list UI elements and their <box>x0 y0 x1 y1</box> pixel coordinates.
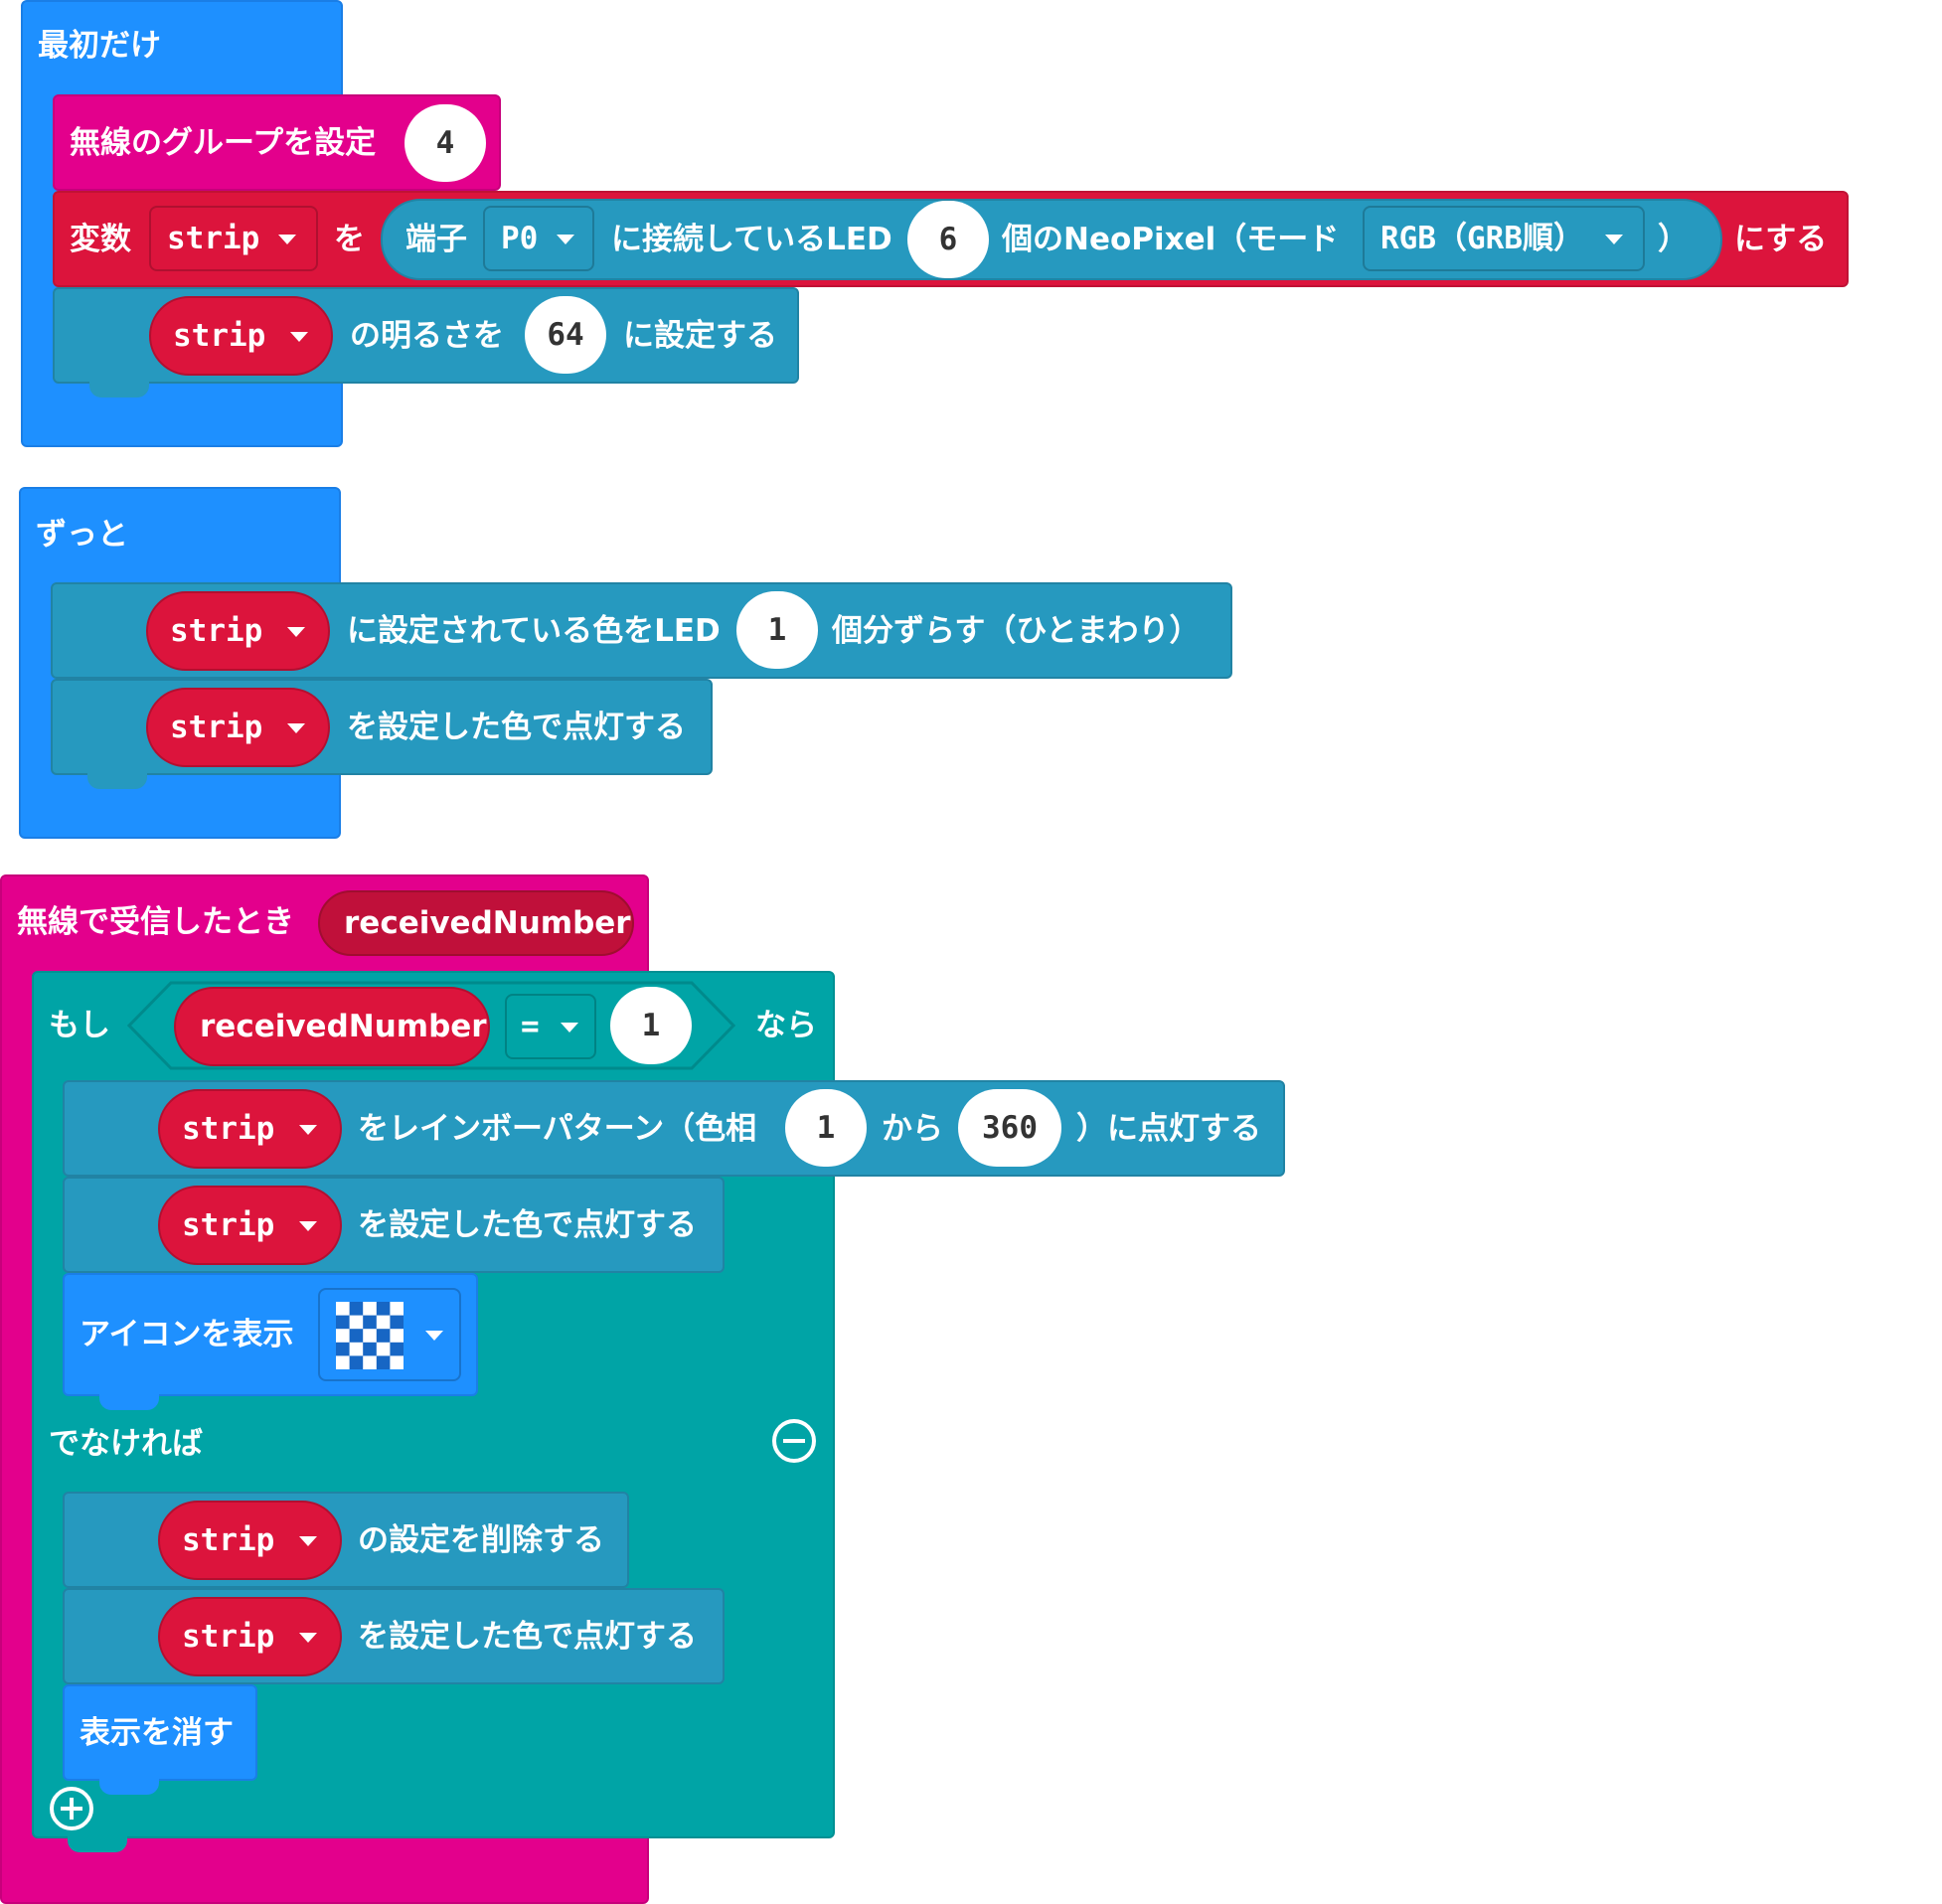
rainbow-label: をレインボーパターン（色相 <box>358 1111 757 1147</box>
chevron-down-icon <box>561 1023 578 1032</box>
strip-variable-pill[interactable]: strip <box>149 296 333 376</box>
variable-dropdown[interactable]: strip <box>149 206 318 271</box>
hue-to-value[interactable]: 360 <box>958 1089 1061 1167</box>
received-number-variable-name: receivedNumber <box>200 1009 487 1044</box>
chevron-down-icon <box>278 235 296 244</box>
rotate-label: に設定されている色をLED <box>347 613 721 649</box>
strip-variable-name: strip <box>182 1111 275 1147</box>
rotate-value[interactable]: 1 <box>736 591 818 669</box>
pin-dropdown[interactable]: P0 <box>483 206 594 271</box>
clear-screen-label: 表示を消す <box>80 1715 234 1751</box>
radio-set-group-label: 無線のグループを設定 <box>70 125 377 161</box>
else-label: でなければ <box>49 1426 203 1462</box>
chevron-down-icon <box>290 332 308 342</box>
chevron-down-icon <box>287 723 305 733</box>
strip-variable-pill[interactable]: strip <box>158 1597 342 1676</box>
chevron-down-icon <box>287 627 305 637</box>
rainbow-suffix: ）に点灯する <box>1076 1111 1261 1147</box>
mode-value: RGB（GRB順） <box>1380 221 1584 256</box>
led-count-value[interactable]: 6 <box>907 201 989 278</box>
set-to-label: を <box>334 222 365 257</box>
close-paren: ） <box>1658 222 1689 257</box>
received-number-param[interactable]: receivedNumber <box>318 890 634 956</box>
block-notch <box>89 382 149 397</box>
show-icon-block[interactable] <box>63 1273 478 1396</box>
connected-label: に接続しているLED <box>611 222 892 257</box>
forever-label: ずっと <box>36 517 128 553</box>
strip-variable-name: strip <box>170 613 263 649</box>
pin-value: P0 <box>501 221 539 256</box>
show-icon-label: アイコンを表示 <box>80 1317 294 1352</box>
chevron-down-icon <box>299 1125 317 1135</box>
clear-label: の設定を削除する <box>358 1522 604 1558</box>
clear-block[interactable] <box>63 1492 629 1588</box>
set-variable-suffix: にする <box>1734 222 1828 257</box>
hue-from-value[interactable]: 1 <box>785 1089 867 1167</box>
neopixel-create-block[interactable] <box>381 199 1722 280</box>
operator-value: = <box>521 1009 540 1044</box>
chevron-down-icon <box>1605 235 1623 244</box>
set-variable-label: 変数 <box>70 222 131 257</box>
icon-dropdown[interactable] <box>318 1288 461 1381</box>
clear-screen-block[interactable] <box>63 1684 257 1781</box>
strip-variable-name: strip <box>182 1619 275 1655</box>
remove-else-icon[interactable] <box>772 1419 816 1463</box>
block-notch <box>99 1394 159 1410</box>
strip-variable-name: strip <box>182 1522 275 1558</box>
operator-dropdown[interactable]: = <box>505 994 596 1059</box>
strip-variable-name: strip <box>170 710 263 745</box>
strip-variable-pill[interactable]: strip <box>158 1186 342 1265</box>
chessboard-icon <box>336 1302 404 1369</box>
chevron-down-icon <box>299 1221 317 1231</box>
brightness-value[interactable]: 64 <box>525 296 606 374</box>
if-label: もし <box>49 1008 110 1043</box>
strip-variable-name: strip <box>173 318 266 354</box>
strip-variable-pill[interactable]: strip <box>158 1501 342 1580</box>
variable-name: strip <box>167 221 260 256</box>
chevron-down-icon <box>299 1536 317 1546</box>
brightness-label: の明るさを <box>350 318 504 354</box>
neopixel-mode-label: 個のNeoPixel（モード <box>1002 222 1340 257</box>
then-label: なら <box>755 1008 817 1043</box>
rotate-suffix: 個分ずらす（ひとまわり） <box>832 613 1201 649</box>
radio-group-value[interactable]: 4 <box>405 104 486 182</box>
show-label: を設定した色で点灯する <box>347 710 686 745</box>
on-radio-received-label: 無線で受信したとき <box>17 904 294 940</box>
compare-value[interactable]: 1 <box>610 987 692 1064</box>
received-number-param-name: receivedNumber <box>344 905 631 941</box>
chevron-down-icon <box>557 235 574 244</box>
received-number-variable[interactable]: receivedNumber <box>174 987 490 1066</box>
chevron-down-icon <box>425 1331 443 1341</box>
block-notch <box>87 773 147 789</box>
block-notch <box>99 1779 159 1795</box>
show-label: を設定した色で点灯する <box>358 1619 697 1655</box>
on-start-label: 最初だけ <box>38 28 161 64</box>
mode-dropdown[interactable]: RGB（GRB順） <box>1363 206 1645 271</box>
add-branch-icon[interactable] <box>50 1787 93 1830</box>
chevron-down-icon <box>299 1633 317 1643</box>
block-notch <box>68 1836 127 1852</box>
brightness-suffix: に設定する <box>623 318 777 354</box>
show-label: を設定した色で点灯する <box>358 1207 697 1243</box>
strip-variable-pill[interactable]: strip <box>158 1089 342 1169</box>
pin-label: 端子 <box>405 222 467 257</box>
strip-variable-pill[interactable]: strip <box>146 591 330 671</box>
strip-variable-name: strip <box>182 1207 275 1243</box>
strip-variable-pill[interactable]: strip <box>146 688 330 767</box>
hue-from-label: から <box>882 1111 943 1147</box>
